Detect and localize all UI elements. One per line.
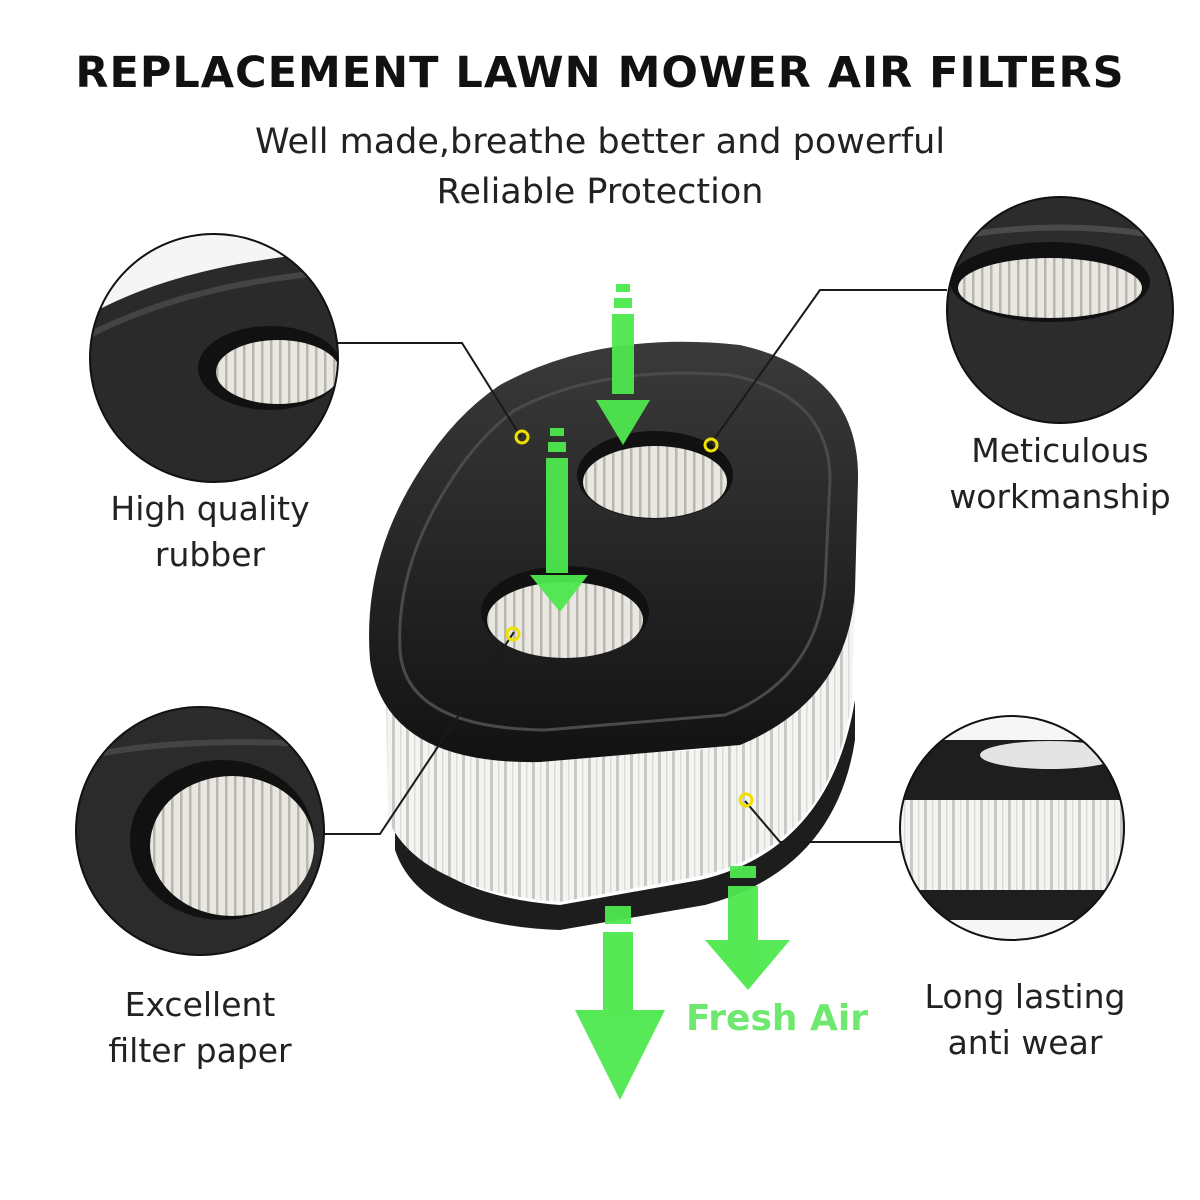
fresh-air-label: Fresh Air — [686, 998, 869, 1039]
feature-label-workmanship: Meticulous workmanship — [930, 428, 1190, 520]
zoom-detail-circle — [89, 233, 339, 483]
callout-marker — [505, 429, 754, 808]
feature-label-line: Excellent — [124, 985, 276, 1024]
down-arrow-icon — [530, 284, 650, 612]
feature-label-line: Long lasting — [924, 977, 1126, 1016]
feature-label-line: High quality — [110, 489, 310, 528]
zoom-detail-circle — [75, 706, 325, 956]
feature-label-line: workmanship — [949, 477, 1171, 516]
feature-label-line: rubber — [154, 535, 266, 574]
subtitle-line-1: Well made,breathe better and powerful — [254, 122, 946, 162]
zoom-detail-circle — [946, 196, 1174, 424]
zoom-detail-circle — [899, 715, 1125, 941]
feature-label-wear: Long lasting anti wear — [900, 974, 1150, 1066]
feature-label-paper: Excellent filter paper — [70, 982, 330, 1074]
down-arrow-icon — [575, 866, 790, 1100]
subtitle-line-2: Reliable Protection — [436, 172, 764, 212]
page-title: REPLACEMENT LAWN MOWER AIR FILTERS — [75, 48, 1125, 98]
air-filter-product — [369, 341, 859, 930]
callout-lines — [322, 289, 947, 843]
feature-label-line: anti wear — [947, 1023, 1103, 1062]
feature-label-rubber: High quality rubber — [90, 486, 330, 578]
feature-label-line: Meticulous — [971, 431, 1149, 470]
feature-label-line: filter paper — [108, 1031, 292, 1070]
